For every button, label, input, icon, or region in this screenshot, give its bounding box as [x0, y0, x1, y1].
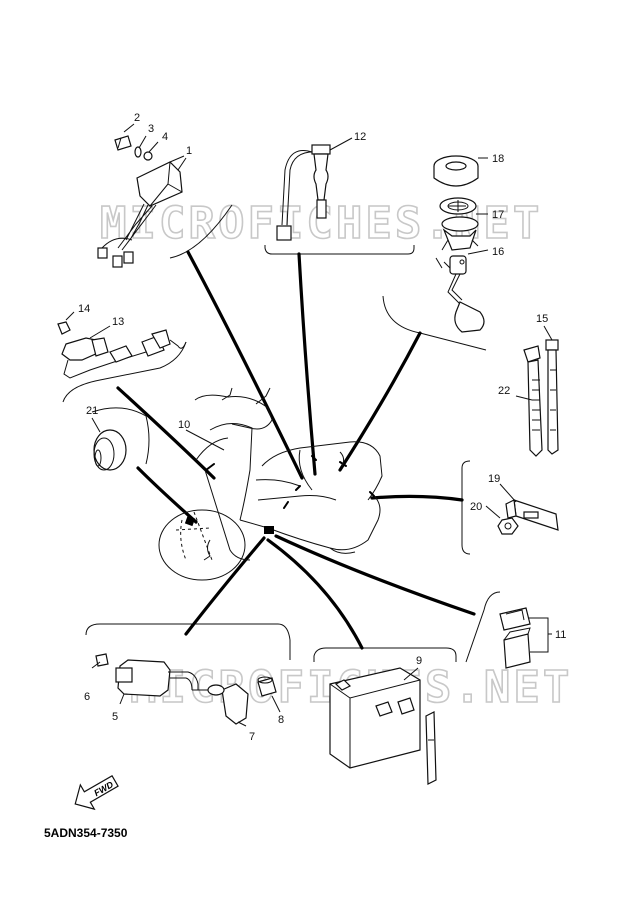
callout-9: 9	[416, 655, 422, 667]
callout-22: 22	[498, 385, 510, 397]
part-15-22-cable-ties	[515, 325, 559, 457]
drawing-code: 5ADN354-7350	[44, 826, 128, 840]
fwd-arrow: FWD	[74, 774, 119, 811]
callout-10: 10	[178, 419, 190, 431]
part-12-sensor	[276, 137, 353, 241]
callout-16: 16	[492, 246, 504, 258]
callout-8: 8	[278, 714, 284, 726]
callout-18: 18	[492, 153, 504, 165]
part-5-8-ignition-coil	[91, 653, 281, 727]
part-1-relay-group	[97, 123, 187, 268]
part-9-battery	[329, 667, 437, 785]
callout-4: 4	[162, 131, 168, 143]
callout-21: 21	[86, 405, 98, 417]
callout-1: 1	[186, 145, 192, 157]
callout-5: 5	[112, 711, 118, 723]
callout-19: 19	[488, 473, 500, 485]
harness-leaders	[116, 250, 476, 650]
callout-15: 15	[536, 313, 548, 325]
part-13-14-switch-group	[57, 311, 187, 379]
callout-12: 12	[354, 131, 366, 143]
callout-2: 2	[134, 112, 140, 124]
callout-6: 6	[84, 691, 90, 703]
callout-20: 20	[470, 501, 482, 513]
part-19-20-plate	[485, 483, 559, 535]
callout-7: 7	[249, 731, 255, 743]
callout-13: 13	[112, 316, 124, 328]
part-21-grommet	[91, 417, 127, 471]
part-10-leader	[185, 429, 225, 451]
part-11-fuses	[499, 607, 552, 669]
callout-14: 14	[78, 303, 90, 315]
callout-11: 11	[555, 629, 566, 641]
callout-numbers: 1 2 3 4 5 6 7 8 9 10 11 12 13 14 15 16 1…	[78, 112, 566, 743]
scooter-frame	[158, 387, 383, 581]
group-brackets	[62, 204, 501, 663]
callout-17: 17	[492, 209, 504, 221]
callout-3: 3	[148, 123, 154, 135]
part-16-18-fuel-sender	[433, 155, 489, 333]
